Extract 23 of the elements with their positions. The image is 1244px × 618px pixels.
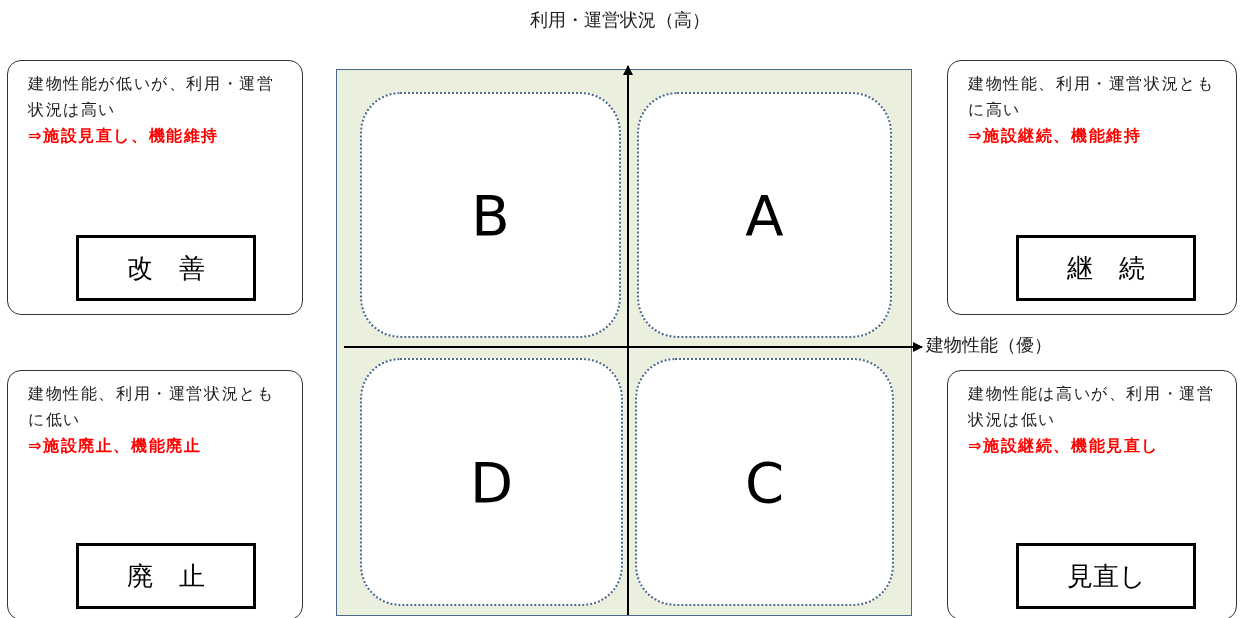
description-card <box>947 60 1237 315</box>
category-box: 継 続 <box>1016 235 1196 301</box>
category-box: 見直し <box>1016 543 1196 609</box>
recommendation-text: ⇒施設継続、機能見直し <box>968 435 1160 457</box>
axis-label: 利用・運営状況（高） <box>530 8 710 32</box>
recommendation-text: ⇒施設継続、機能維持 <box>968 125 1143 147</box>
description-text: 建物性能が低いが、利用・運営状況は高い <box>28 73 276 121</box>
matrix-panel <box>336 69 912 616</box>
recommendation-text: ⇒施設見直し、機能維持 <box>28 125 220 147</box>
description-text: 建物性能、利用・運営状況ともに低い <box>28 383 276 431</box>
quadrant-box: B <box>360 92 621 338</box>
axis-label: 建物性能（優） <box>926 333 1052 357</box>
quadrant-box: C <box>635 358 894 606</box>
description-text: 建物性能、利用・運営状況ともに高い <box>968 73 1216 121</box>
description-card <box>7 370 303 618</box>
recommendation-text: ⇒施設廃止、機能廃止 <box>28 435 203 457</box>
description-card <box>7 60 303 315</box>
category-box: 改 善 <box>76 235 256 301</box>
quadrant-box: A <box>637 92 892 338</box>
description-card <box>947 370 1237 618</box>
description-text: 建物性能は高いが、利用・運営状況は低い <box>968 383 1216 431</box>
category-box: 廃 止 <box>76 543 256 609</box>
quadrant-box: D <box>360 358 623 606</box>
